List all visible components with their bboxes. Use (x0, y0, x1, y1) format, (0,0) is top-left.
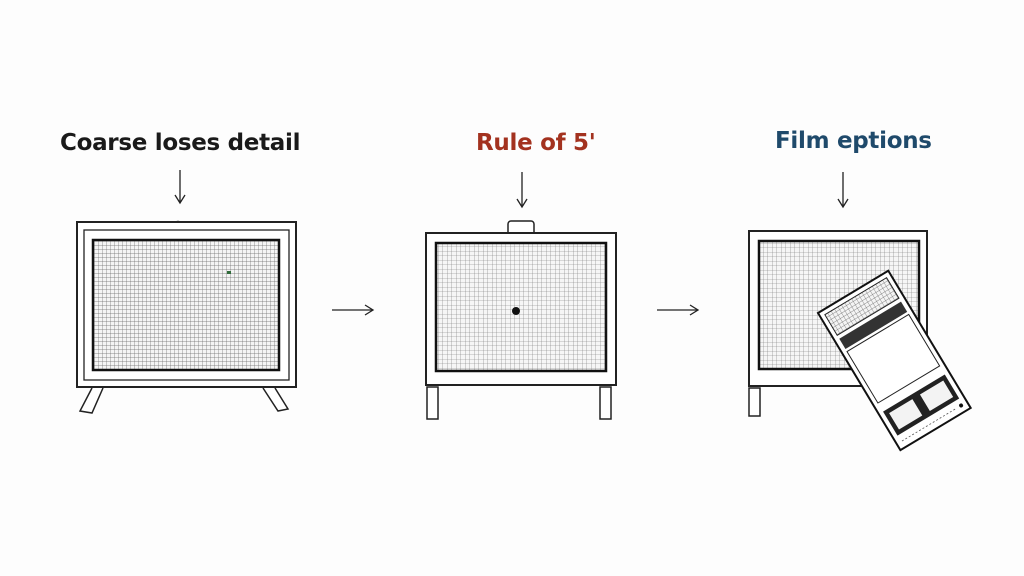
down-arrow-icon (172, 168, 188, 206)
panel-2-label: Rule of 5' (476, 130, 596, 156)
down-arrow-icon (835, 170, 851, 210)
down-arrow-icon (514, 170, 530, 210)
panel-3-label: Film eptions (775, 128, 932, 154)
panel-1-label: Coarse loses detail (60, 130, 301, 156)
coarse-grid-screen (70, 205, 300, 420)
rule-of-5-grid-screen (420, 215, 620, 425)
right-arrow-icon (330, 302, 376, 318)
film-card-overlay (808, 268, 998, 458)
right-arrow-icon (655, 302, 701, 318)
